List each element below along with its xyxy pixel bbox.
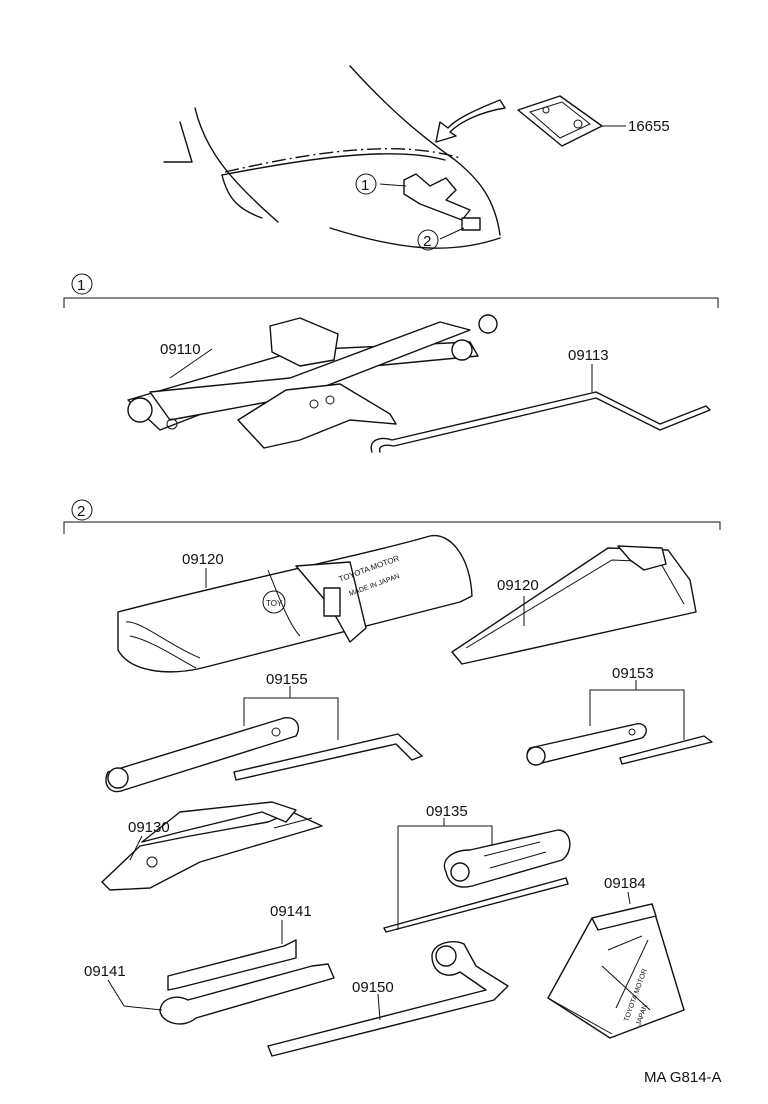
callout-1-label: 1: [361, 177, 369, 194]
tool-pouch-rolled: [117, 534, 473, 673]
part-09184-label: 09184: [604, 875, 646, 892]
group-2-label: 2: [77, 503, 85, 520]
diagram-code: MA G814-A: [644, 1069, 722, 1086]
part-09130-label: 09130: [128, 819, 170, 836]
wrench-set-09155: [105, 686, 423, 793]
part-09120-flat-label: 09120: [497, 577, 539, 594]
part-09141-upper-label: 09141: [270, 903, 312, 920]
part-09153-label: 09153: [612, 665, 654, 682]
part-09141-lower-label: 09141: [84, 963, 126, 980]
jack-handle: [370, 364, 711, 453]
group-2-bracket: [63, 499, 721, 534]
wheel-chock: [547, 891, 685, 1039]
callout-2-circle: [417, 229, 439, 251]
group-1-bracket: [63, 273, 719, 308]
pointer-arrow: [435, 99, 506, 143]
callout-1-circle: [355, 173, 377, 195]
stowed-jack: [379, 173, 481, 240]
scissor-jack: [127, 314, 498, 449]
part-09135-label: 09135: [426, 803, 468, 820]
part-09155-label: 09155: [266, 671, 308, 688]
callout-2-label: 2: [423, 233, 431, 250]
group-1-label: 1: [77, 277, 85, 294]
lug-wrench: [267, 940, 509, 1057]
screwdriver: [383, 818, 571, 933]
tool-pouch-flat: [451, 545, 697, 665]
tool-tray-16655: [517, 95, 626, 147]
pouch-badge-text: TOY: [266, 599, 283, 608]
part-09150-label: 09150: [352, 979, 394, 996]
part-09120-rolled-label: 09120: [182, 551, 224, 568]
pliers: [101, 801, 323, 891]
open-end-wrenches: [107, 920, 335, 1025]
car-outline: [163, 65, 501, 249]
part-09110-label: 09110: [160, 341, 201, 358]
wrench-set-09153: [526, 680, 713, 766]
part-09113-label: 09113: [568, 347, 609, 364]
part-16655-label: 16655: [628, 118, 670, 135]
